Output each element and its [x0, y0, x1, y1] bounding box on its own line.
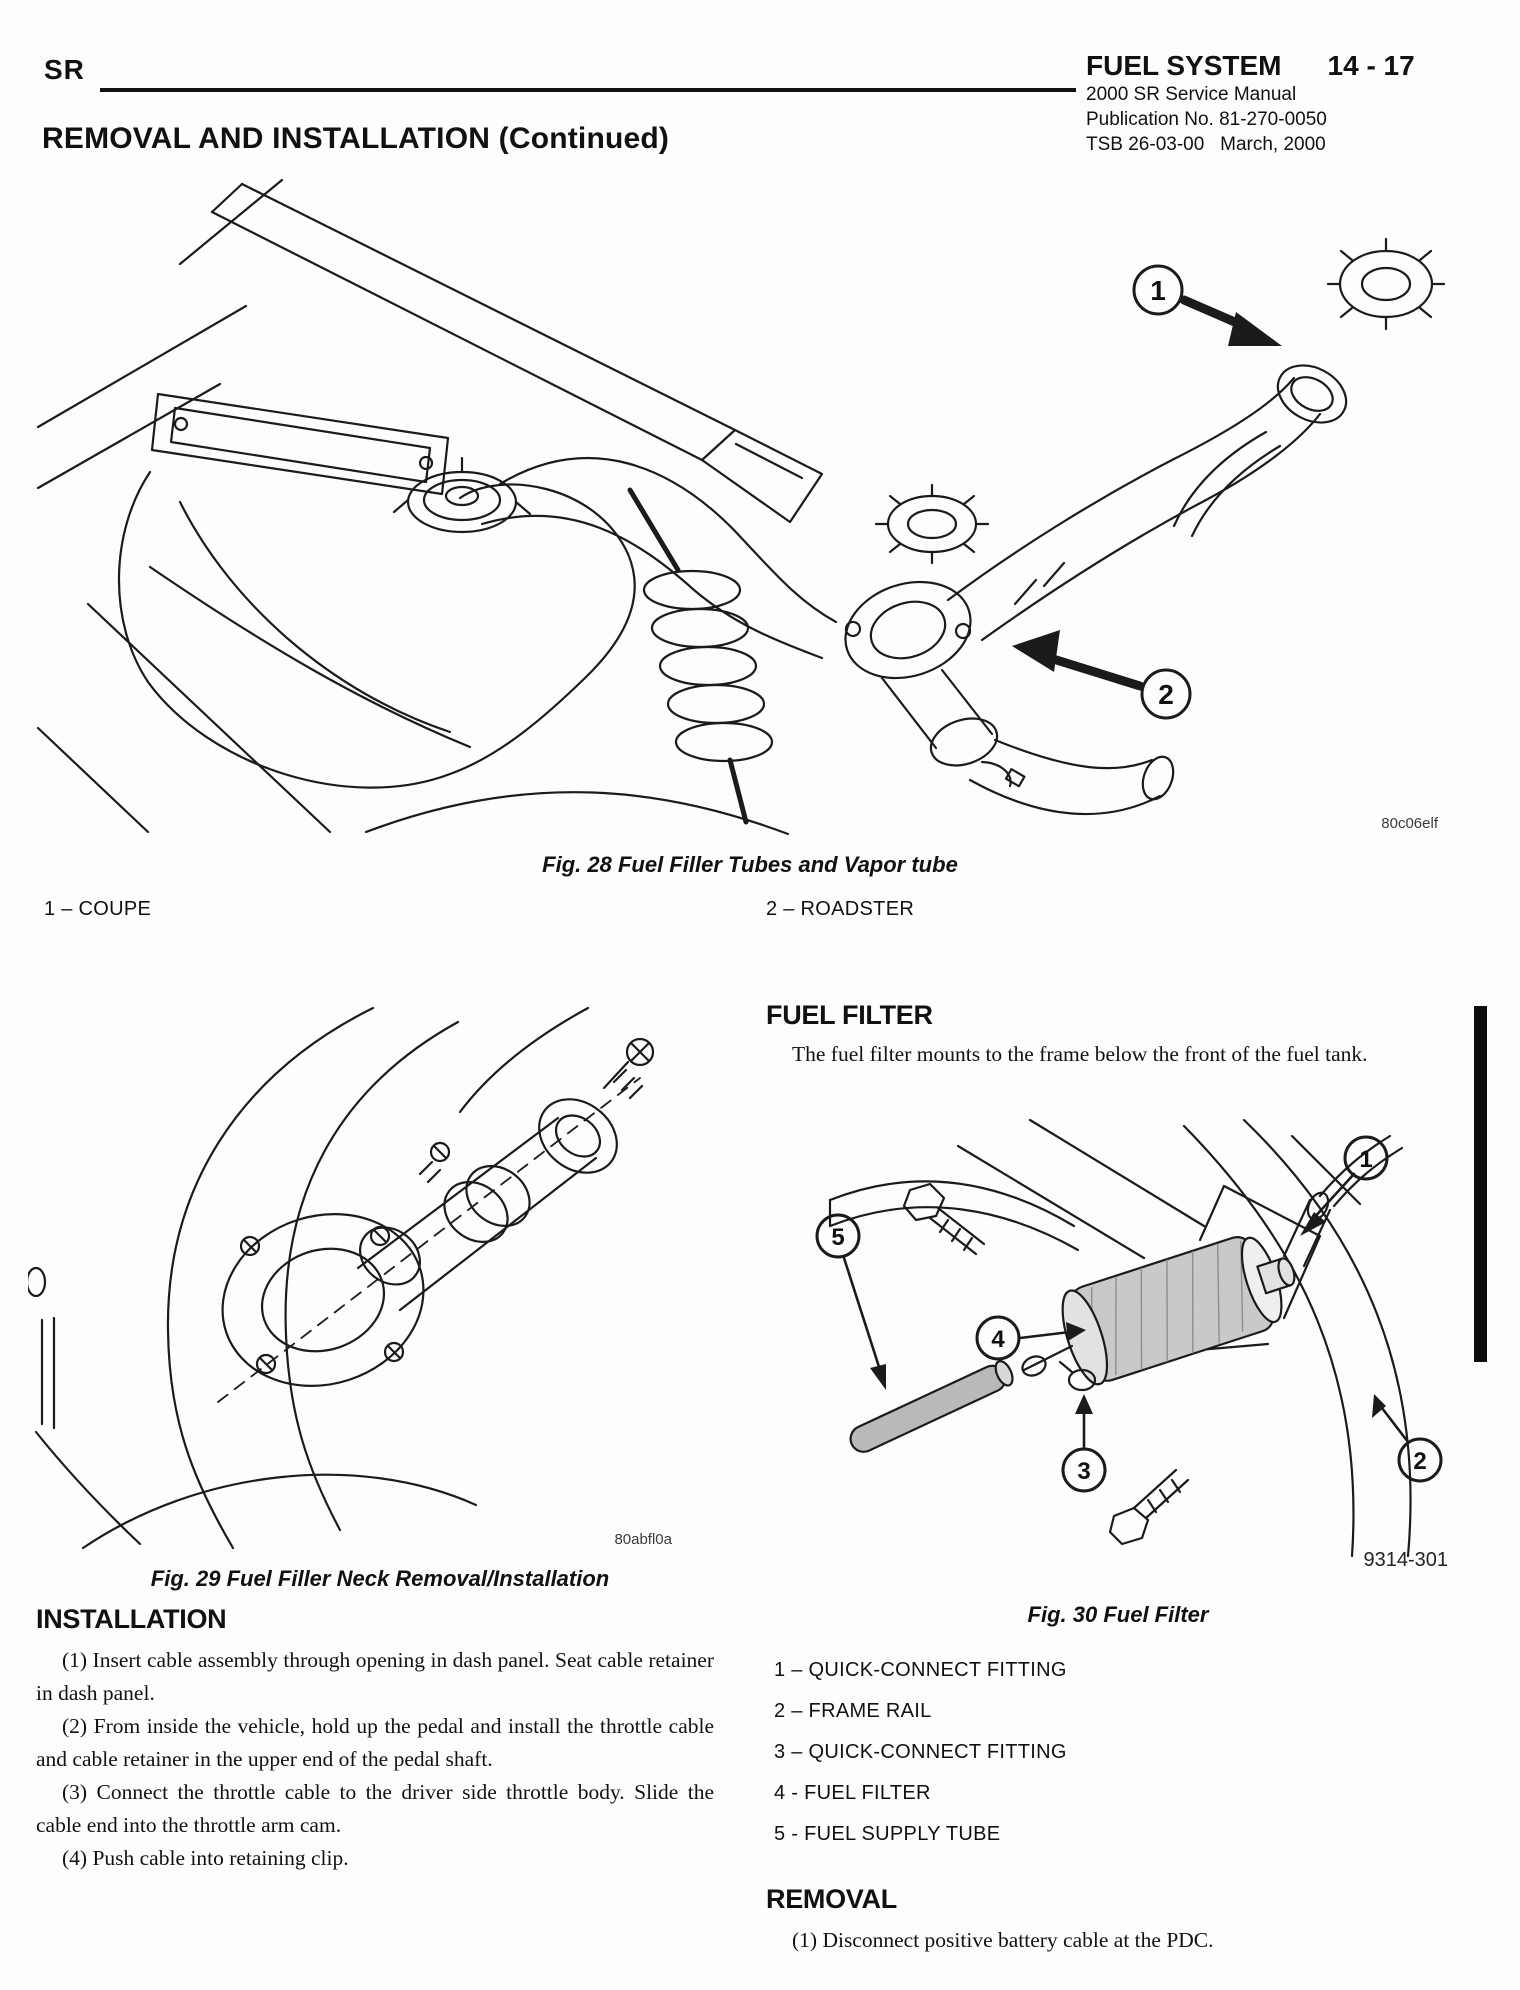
installation-heading: INSTALLATION	[36, 1604, 227, 1634]
fig28-callout-1-ring	[1132, 264, 1184, 316]
arrow-to-fitting-1	[1300, 1212, 1326, 1236]
fig30-callout-1: 1	[1359, 1146, 1372, 1173]
fuel-filter-intro-block: The fuel filter mounts to the frame belo…	[766, 1038, 1460, 1071]
manual-name: 2000 SR Service Manual	[1086, 84, 1297, 105]
fig30-legend-5: 5 - FUEL SUPPLY TUBE	[774, 1823, 1001, 1845]
arrow-to-supply-tube	[870, 1364, 886, 1390]
fig30-legend-1: 1 – QUICK-CONNECT FITTING	[774, 1659, 1067, 1681]
removal-steps: (1) Disconnect positive battery cable at…	[766, 1924, 1460, 1957]
fig30-callout-5: 5	[831, 1224, 844, 1251]
removal-step-1: (1) Disconnect positive battery cable at…	[792, 1928, 1214, 1952]
fig30-illustration: 1 2 3 4 5 9314-301	[815, 1118, 1448, 1571]
arrow-to-roadster-tube	[1228, 312, 1282, 346]
arrow-to-filter	[1066, 1322, 1086, 1341]
fig29-art-code: 80abfl0a	[614, 1531, 672, 1548]
installation-step-2: (2) From inside the vehicle, hold up the…	[36, 1714, 714, 1771]
header-right-block: FUEL SYSTEM 14 - 17 2000 SR Service Manu…	[1086, 50, 1415, 157]
arrow-to-fitting-3	[1075, 1394, 1093, 1414]
fig30-callout-2-ring	[1397, 1437, 1443, 1483]
fig30-callout-1-ring	[1343, 1135, 1389, 1181]
page-number: 14 - 17	[1327, 50, 1415, 81]
fig30-caption: Fig. 30 Fuel Filter	[1027, 1602, 1209, 1627]
fig30-art-code: 9314-301	[1363, 1549, 1448, 1571]
header-rule	[100, 88, 1076, 92]
fig28-illustration: 1 2 80c06elf	[36, 178, 1446, 836]
model-code: SR	[44, 54, 85, 85]
fig30-callout-4-ring	[975, 1315, 1021, 1361]
fig30-legend-3: 3 – QUICK-CONNECT FITTING	[774, 1741, 1067, 1763]
fig30-legend-4: 4 - FUEL FILTER	[774, 1782, 931, 1804]
fig28-art-code: 80c06elf	[1381, 815, 1439, 832]
publication-number: Publication No. 81-270-0050	[1086, 109, 1327, 130]
removal-heading: REMOVAL	[766, 1884, 897, 1914]
arrow-to-coupe-neck	[1012, 630, 1060, 672]
fig30-callout-3: 3	[1077, 1458, 1090, 1485]
fuel-filter-intro: The fuel filter mounts to the frame belo…	[792, 1042, 1368, 1066]
tsb-number: TSB 26-03-00 March, 2000	[1086, 134, 1326, 155]
fig30-legend-2: 2 – FRAME RAIL	[774, 1700, 932, 1722]
fig28-caption: Fig. 28 Fuel Filler Tubes and Vapor tube	[542, 852, 958, 877]
fuel-filter-heading: FUEL FILTER	[766, 1000, 933, 1030]
fig28-callout-1: 1	[1150, 275, 1166, 306]
fig30-callout-3-ring	[1061, 1447, 1107, 1493]
installation-step-3: (3) Connect the throttle cable to the dr…	[36, 1780, 714, 1837]
installation-step-4: (4) Push cable into retaining clip.	[62, 1846, 349, 1870]
fig28-legend-coupe: 1 – COUPE	[44, 898, 152, 920]
fig28-legend-roadster: 2 – ROADSTER	[766, 898, 915, 920]
fig28-callout-2: 2	[1158, 679, 1174, 710]
installation-step-1: (1) Insert cable assembly through openin…	[36, 1648, 714, 1705]
fig30-legend: 1 – QUICK-CONNECT FITTING 2 – FRAME RAIL…	[774, 1650, 1067, 1855]
fig29-caption: Fig. 29 Fuel Filler Neck Removal/Install…	[150, 1566, 610, 1591]
fig30-callout-5-ring	[815, 1213, 861, 1259]
page-title: REMOVAL AND INSTALLATION (Continued)	[42, 122, 670, 155]
arrow-to-frame-rail	[1372, 1394, 1386, 1418]
fig30-callout-4: 4	[991, 1326, 1005, 1353]
installation-steps: (1) Insert cable assembly through openin…	[36, 1644, 714, 1875]
fig28-callout-2-ring	[1140, 668, 1192, 720]
fig30-callout-2: 2	[1413, 1448, 1426, 1475]
section-name: FUEL SYSTEM	[1086, 50, 1282, 81]
fig29-illustration: 80abfl0a	[28, 1006, 673, 1550]
revision-bar	[1474, 1006, 1487, 1362]
